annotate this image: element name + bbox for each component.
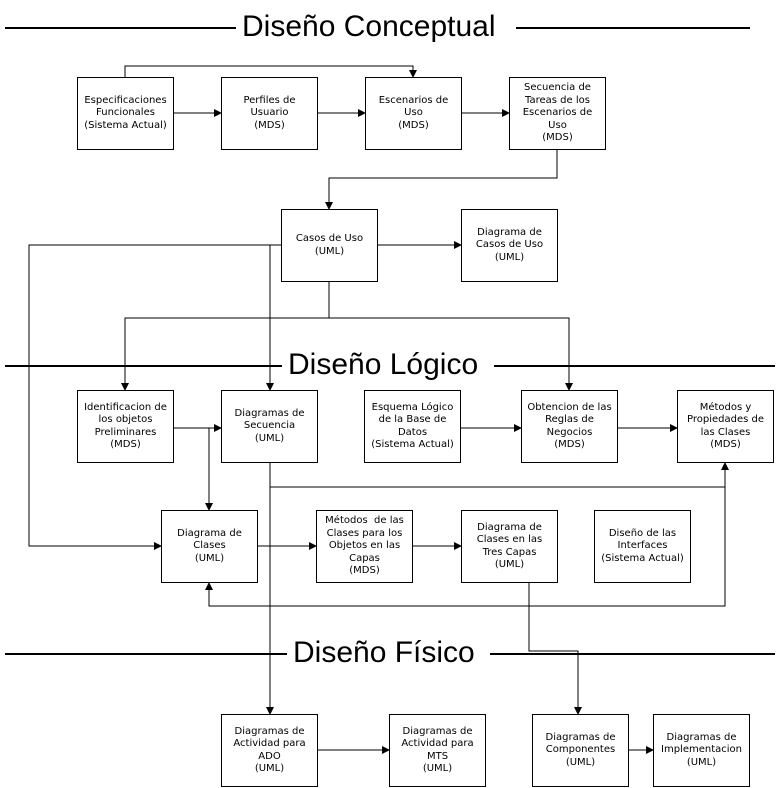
box-line: Diagramas de [234,725,305,737]
section-title-fisico: Diseño Físico [287,636,481,670]
box-line: Tareas de los [525,94,590,106]
connector-metodos-to-diagclases [205,487,726,607]
box-line: Negocios [546,426,593,438]
box-line: Casos de Uso [295,233,364,244]
box-line: (Sistema Actual) [371,439,454,450]
box-line: Objetos en las [328,540,401,552]
box-line: (MDS) [542,132,573,144]
box-line: (Sistema Actual) [84,119,167,131]
box-line: Diagramas de [234,407,305,419]
box-line: (UML) [254,763,285,774]
box-perfiles-usuario: Perfiles de Usuario (MDS) [221,77,318,150]
box-identificacion-objetos: Identificacion de los objetos Preliminar… [77,390,174,463]
box-line: (MDS) [254,119,285,131]
box-diagrama-casos-uso: Diagrama de Casos de Uso (UML) [461,209,558,282]
box-line: Perfiles de [243,94,296,106]
box-diseno-interfaces: Diseño de las Interfaces (Sistema Actual… [594,510,691,583]
box-escenarios-uso: Escenarios de Uso (MDS) [365,77,462,150]
box-line: Diagrama de [477,521,542,533]
box-diagrama-tres-capas: Diagrama de Clases en las Tres Capas (UM… [461,510,558,583]
box-line: Funcionales [96,107,155,119]
box-line: MTS [426,750,449,762]
box-line: Casos de Uso [475,239,544,251]
box-line: (UML) [494,251,525,263]
box-line: (MDS) [349,565,380,577]
connector-secuencia-to-casos [325,150,558,210]
box-line: Actividad para [233,738,306,749]
connector-casos-to-identificacion [121,317,329,391]
box-line: Diagramas de [666,731,737,743]
box-line: ADO [258,750,281,762]
box-line: Preliminares [94,426,157,438]
box-line: Secuencia de [524,82,591,94]
box-metodos-clases-objetos: Métodos de las Clases para los Objetos e… [316,510,413,583]
box-diagrama-clases: Diagrama de Clases (UML) [161,510,258,583]
box-secuencia-tareas: Secuencia de Tareas de los Escenarios de… [509,77,606,150]
box-line: (UML) [254,432,285,444]
box-line: Esquema Lógico [371,401,454,413]
box-line: Implementacion [661,744,742,756]
box-line: Uso [404,107,423,119]
box-line: los objetos [98,414,153,425]
box-line: Métodos de las [325,515,404,527]
box-esquema-logico: Esquema Lógico de la Base de Datos (Sist… [364,390,461,463]
box-line: (UML) [565,756,596,768]
box-line: Diseño de las [608,527,677,539]
box-line: (UML) [422,763,453,774]
box-line: Diagramas de [402,725,473,737]
box-actividad-ado: Diagramas de Actividad para ADO (UML) [221,714,318,787]
box-line: Obtencion de las [527,401,612,413]
box-line: Actividad para [401,738,474,749]
box-implementacion: Diagramas de Implementacion (UML) [653,714,750,787]
connector-casos-to-diagclases [28,244,281,550]
box-line: (UML) [194,552,225,564]
box-line: (MDS) [554,439,585,450]
connector-secuencia-to-metodos [270,462,729,488]
box-line: Diagrama de [177,527,242,539]
box-especificaciones-funcionales: Especificaciones Funcionales (Sistema Ac… [77,77,174,150]
box-line: las Clases [700,426,751,438]
box-line: Escenarios de [378,94,449,106]
box-obtencion-reglas: Obtencion de las Reglas de Negocios (MDS… [521,390,618,463]
box-line: Especificaciones [84,94,167,106]
box-line: (Sistema Actual) [601,552,684,564]
box-line: Clases en las [476,534,543,545]
section-title-conceptual: Diseño Conceptual [236,10,502,44]
box-line: Tres Capas [482,546,537,558]
box-line: Capas [349,552,380,564]
box-line: Identificacion de [84,401,167,413]
box-line: Reglas de [545,414,594,425]
box-line: (MDS) [710,439,741,450]
box-line: Usuario [250,107,289,119]
box-line: Diagrama de [477,226,542,238]
section-title-logico: Diseño Lógico [282,348,485,382]
box-line: (UML) [494,559,525,570]
box-line: Escenarios de [522,107,593,119]
box-line: Clases para los [326,527,403,539]
box-line: Propiedades de [686,414,764,425]
box-diagramas-secuencia: Diagramas de Secuencia (UML) [221,390,318,463]
box-line: (MDS) [110,439,141,450]
connector-esp-to-escenarios [124,65,417,78]
box-line: (UML) [314,245,345,257]
box-line: Métodos y [699,401,752,413]
connector-trescapas-to-componentes [528,583,582,715]
box-line: Uso [548,119,567,131]
box-componentes: Diagramas de Componentes (UML) [532,714,629,787]
box-line: (UML) [686,756,717,768]
box-metodos-propiedades: Métodos y Propiedades de las Clases (MDS… [677,390,774,463]
box-line: (MDS) [398,119,429,131]
box-line: Datos [397,426,428,438]
connector-casos-to-obtencion [329,317,573,391]
box-actividad-mts: Diagramas de Actividad para MTS (UML) [389,714,486,787]
box-line: Interfaces [617,540,668,552]
box-casos-uso: Casos de Uso (UML) [281,209,378,282]
box-line: Componentes [545,744,616,756]
box-line: Diagramas de [545,731,616,743]
box-line: Secuencia [243,420,296,432]
box-line: Clases [193,540,226,552]
box-line: de la Base de [378,414,447,425]
